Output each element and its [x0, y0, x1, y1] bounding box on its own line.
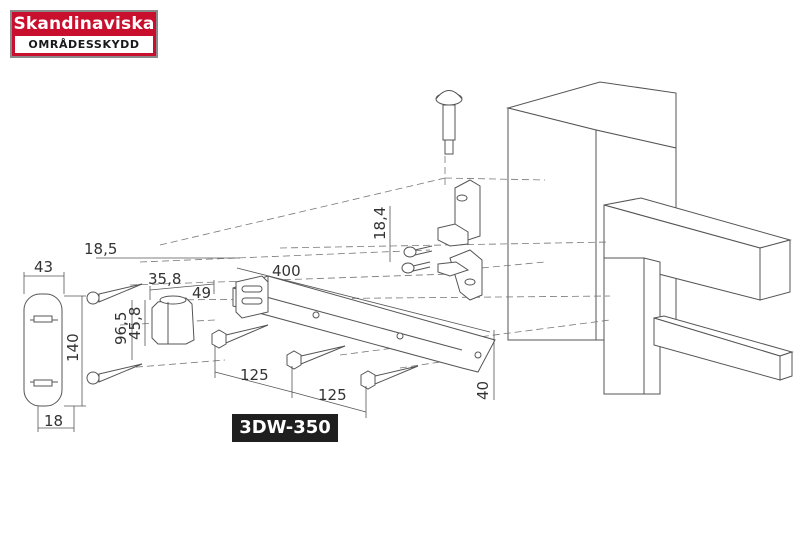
lag-screws — [86, 283, 419, 390]
model-label: 3DW-350 — [232, 414, 338, 442]
bracket-screws — [401, 245, 433, 274]
dim-18: 18 — [44, 412, 63, 430]
dim-18-4: 18,4 — [371, 207, 389, 240]
dim-49: 49 — [192, 284, 211, 302]
hinge-strap — [232, 275, 496, 373]
end-cap — [23, 293, 63, 407]
dimension-lines — [23, 206, 495, 432]
dim-35-8: 35,8 — [148, 270, 181, 288]
dim-43: 43 — [34, 258, 53, 276]
brand-logo: Skandinaviska OMRÅDESSKYDD — [10, 10, 158, 58]
brand-logo-line1: Skandinaviska — [13, 14, 155, 34]
dim-125-b: 125 — [318, 386, 347, 404]
gate-frame — [603, 197, 794, 395]
dim-96-5: 96,5 — [112, 312, 130, 345]
dim-18-5: 18,5 — [84, 240, 117, 258]
dim-125-a: 125 — [240, 366, 269, 384]
dimension-labels: 18,5 43 35,8 49 400 18,4 96,5 45,8 140 1… — [34, 207, 492, 430]
carriage-bolt — [435, 90, 463, 155]
brand-logo-line2: OMRÅDESSKYDD — [15, 36, 153, 53]
dim-45-8: 45,8 — [126, 307, 144, 340]
mounting-bracket — [437, 179, 483, 301]
pintle-body — [151, 295, 195, 345]
dim-40: 40 — [474, 381, 492, 400]
dim-140: 140 — [64, 333, 82, 362]
dim-400: 400 — [272, 262, 301, 280]
